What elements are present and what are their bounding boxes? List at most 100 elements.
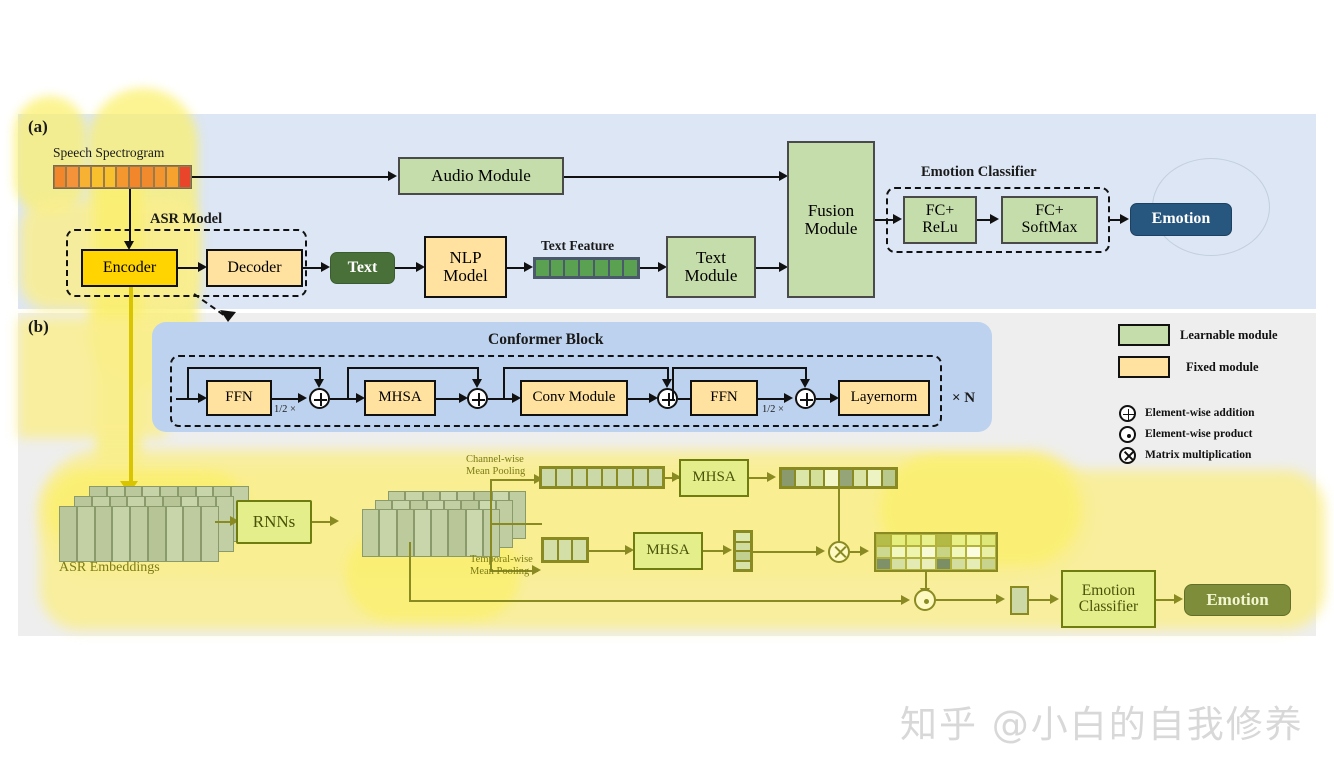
mhsa-bottom-box[interactable]: MHSA [633, 532, 703, 570]
connector [850, 551, 865, 553]
text-module-label-line2: Module [684, 266, 738, 285]
arrowhead [662, 379, 672, 388]
arrowhead [990, 214, 999, 224]
mhsa-label: MHSA [378, 389, 422, 406]
arrowhead [779, 262, 788, 272]
ffn-2-box[interactable]: FFN [690, 380, 758, 416]
arrowhead [1120, 214, 1129, 224]
temporal-attention-vector [733, 530, 753, 572]
rnns-box[interactable]: RNNs [236, 500, 312, 544]
connector [564, 176, 779, 178]
matrix-cell [951, 534, 966, 546]
strip-cell [128, 166, 142, 188]
arrowhead [330, 516, 339, 526]
text-module-label-line1: Text [696, 248, 726, 268]
emotion-classifier-box-c[interactable]: Emotion Classifier [1061, 570, 1156, 628]
connector [176, 398, 202, 400]
connector [589, 550, 631, 552]
asr-to-conformer-connector [193, 293, 236, 322]
audio-module-label: Audio Module [431, 166, 531, 186]
skip-connection [347, 367, 349, 399]
fusion-module-label-line1: Fusion [807, 200, 855, 220]
fc-relu-label-line2: ReLu [922, 219, 958, 236]
strip-cell [66, 166, 79, 188]
connector [703, 550, 727, 552]
legend-label-learnable: Learnable module [1180, 328, 1278, 342]
dot-circle-icon [914, 589, 936, 611]
strip-cell [647, 468, 663, 487]
plus-circle-icon-2 [467, 388, 488, 409]
arrowhead [860, 546, 869, 556]
channel-pooled-vector [539, 466, 665, 489]
conv-module-box[interactable]: Conv Module [520, 380, 628, 416]
strip-cell [362, 509, 380, 557]
arrowhead [388, 171, 397, 181]
audio-module-box[interactable]: Audio Module [398, 157, 564, 195]
arrowhead [767, 472, 776, 482]
mhsa-box[interactable]: MHSA [364, 380, 436, 416]
arrowhead [198, 262, 207, 272]
emotion-output-c[interactable]: Emotion [1184, 584, 1291, 616]
plus-circle-icon-3 [657, 388, 678, 409]
fc-softmax-box[interactable]: FC+ SoftMax [1001, 196, 1098, 244]
connector [129, 189, 131, 241]
connector [507, 267, 528, 269]
arrowhead [532, 565, 541, 575]
emotion-output-a[interactable]: Emotion [1130, 203, 1232, 236]
matrix-cell [981, 534, 996, 546]
temporal-pooling-label-2: Mean Pooling [470, 566, 530, 577]
watermark: 知乎 @小白的自我修养 [900, 703, 1304, 746]
rnns-label: RNNs [252, 512, 296, 532]
dot-circle-icon-legend [1119, 426, 1136, 443]
arrowhead [901, 595, 910, 605]
encoder-box[interactable]: Encoder [81, 249, 178, 287]
fc-relu-box[interactable]: FC+ ReLu [903, 196, 977, 244]
text-module-box[interactable]: Text Module [666, 236, 756, 298]
ffn-1-box[interactable]: FFN [206, 380, 272, 416]
connector [330, 398, 360, 400]
ffn-2-label: FFN [710, 389, 738, 406]
skip-connection [667, 367, 669, 379]
emotion-classifier-label: Emotion Classifier [921, 164, 1037, 180]
connector [436, 398, 463, 400]
ffn-1-scale-label: 1/2 × [274, 404, 296, 415]
decoder-box[interactable]: Decoder [206, 249, 303, 287]
strip-cell [781, 469, 796, 487]
matrix-cell [921, 546, 936, 558]
strip-cell [593, 259, 609, 277]
strip-cell [809, 469, 825, 487]
fusion-module-box[interactable]: Fusion Module [787, 141, 875, 298]
matrix-cell [966, 534, 981, 546]
strip-cell [541, 468, 557, 487]
speech-spectrogram [53, 165, 192, 189]
arrowhead [893, 214, 902, 224]
nlp-model-label-line2: Model [443, 266, 488, 285]
matrix-cell [876, 534, 891, 546]
arrowhead [800, 379, 810, 388]
strip-cell [379, 509, 397, 557]
connector [816, 398, 834, 400]
connector [925, 572, 927, 590]
strip-cell [556, 468, 572, 487]
strip-cell [617, 468, 633, 487]
arrowhead [779, 171, 788, 181]
layernorm-box[interactable]: Layernorm [838, 380, 930, 416]
emotion-output-a-label: Emotion [1151, 210, 1211, 228]
arrowhead [198, 393, 207, 403]
mhsa-top-box[interactable]: MHSA [679, 459, 749, 497]
branch-connector [490, 479, 492, 571]
mhsa-bottom-label: MHSA [646, 542, 690, 559]
strip-cell [602, 468, 618, 487]
text-node[interactable]: Text [330, 252, 395, 284]
nlp-model-box[interactable]: NLP Model [424, 236, 507, 298]
arrowhead [1174, 594, 1183, 604]
cross-circle-icon-legend [1119, 447, 1136, 464]
fused-feature-vector [1010, 586, 1029, 615]
fc-relu-label-line1: FC+ [925, 202, 955, 220]
arrowhead [524, 262, 533, 272]
strip-cell [579, 259, 594, 277]
strip-cell [543, 539, 558, 561]
strip-cell [165, 506, 184, 562]
matrix-cell [936, 534, 951, 546]
